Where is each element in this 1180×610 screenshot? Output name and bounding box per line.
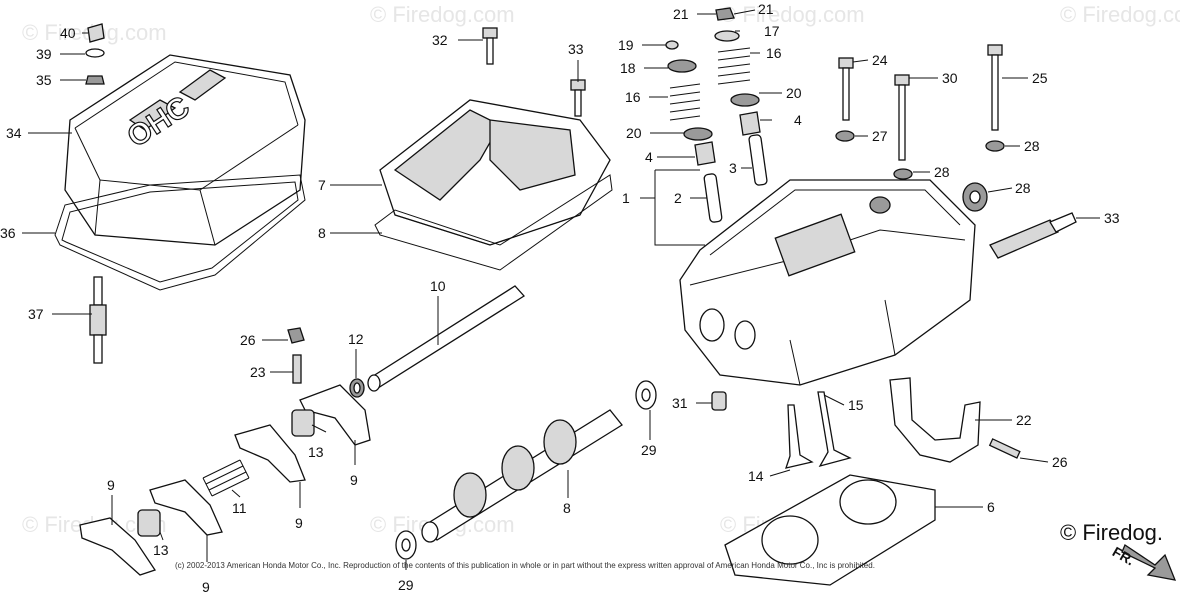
callout-22: 22 (1016, 412, 1032, 428)
valves (785, 391, 852, 469)
callout-16: 16 (766, 45, 782, 61)
callout-5: 6 (987, 499, 995, 515)
callout-7: 8 (318, 225, 326, 241)
callout-23: 23 (250, 364, 266, 380)
callout-30: 28 (1015, 180, 1031, 196)
callout-11: 11 (232, 500, 247, 516)
callout-18: 18 (620, 60, 636, 76)
valve-train (665, 7, 768, 223)
bolt-26 (988, 438, 1021, 459)
callout-28: 28 (1024, 138, 1040, 154)
callout-13: 13 (153, 542, 169, 558)
callout-20: 20 (626, 125, 642, 141)
callout-32: 31 (672, 395, 688, 411)
callout-29: 29 (641, 442, 657, 458)
spring-11 (202, 459, 250, 497)
seal-30 (962, 182, 988, 212)
callout-labels: 40 39 35 34 36 37 7 8 32 33 10 12 26 23 … (0, 1, 1120, 595)
callout-9: 9 (202, 579, 210, 595)
callout-20: 20 (786, 85, 802, 101)
callout-6: 7 (318, 177, 326, 193)
copyright-notice: (c) 2002-2013 American Honda Motor Co., … (175, 561, 875, 570)
callout-3: 3 (729, 160, 737, 176)
leader-lines (22, 9, 1100, 570)
callout-8: 8 (563, 500, 571, 516)
callout-13: 13 (308, 444, 324, 460)
callout-38: 37 (28, 306, 44, 322)
callout-9: 9 (107, 477, 115, 493)
callout-12: 12 (348, 331, 364, 347)
spark-plug-34 (989, 212, 1077, 259)
callout-28: 28 (934, 164, 950, 180)
front-marker-text: FR. (1110, 543, 1138, 568)
callout-1: 1 (622, 190, 630, 206)
camshaft-8 (421, 409, 623, 543)
callout-31: 30 (942, 70, 958, 86)
callout-17: 17 (764, 23, 780, 39)
callout-4: 4 (645, 149, 653, 165)
callout-14: 14 (748, 468, 764, 484)
callout-15: 15 (848, 397, 864, 413)
callout-37: 36 (0, 225, 16, 241)
washers-29 (395, 380, 657, 560)
callout-9: 9 (350, 472, 358, 488)
callout-24: 24 (872, 52, 888, 68)
cylinder-head-1 (679, 179, 976, 386)
callout-2: 2 (674, 190, 682, 206)
watermark-text: © Firedog.com (1060, 2, 1180, 27)
callout-39: 39 (36, 46, 52, 62)
head-bolts (835, 44, 1005, 180)
callout-29: 29 (398, 577, 414, 593)
rocker-shafts-13 (137, 409, 315, 537)
callout-25: 25 (1032, 70, 1048, 86)
bracket-22 (889, 377, 981, 463)
head-gasket-5 (724, 474, 936, 586)
cap-nut-group (85, 23, 105, 85)
nut-27 (287, 327, 305, 344)
callout-33: 33 (568, 41, 584, 57)
watermark-text: © Firedog.com (720, 2, 865, 27)
callout-4: 4 (794, 112, 802, 128)
callout-27: 26 (240, 332, 256, 348)
callout-21: 21 (673, 6, 689, 22)
brand-watermark: © Firedog. (1060, 520, 1163, 545)
callout-19: 19 (618, 37, 634, 53)
callout-34: 33 (1104, 210, 1120, 226)
watermark-text: © Firedog.com (370, 2, 515, 27)
callout-40: 40 (60, 25, 76, 41)
dowel-32 (711, 391, 727, 411)
stud-bolt-38 (89, 276, 107, 364)
callout-9: 9 (295, 515, 303, 531)
oil-pipe-10 (367, 285, 525, 392)
callout-26: 26 (1052, 454, 1068, 470)
gasket-7 (374, 174, 613, 271)
valve-cover-35: OHC (64, 54, 306, 246)
callout-36: 35 (36, 72, 52, 88)
callout-35: 34 (6, 125, 22, 141)
callout-28: 27 (872, 128, 888, 144)
o-ring-12 (349, 378, 365, 398)
front-marker: FR. (1110, 543, 1177, 581)
valve-cover-6 (379, 99, 611, 246)
callout-33: 32 (432, 32, 448, 48)
adjust-screw-23 (292, 354, 302, 384)
callout-21: 21 (758, 1, 774, 17)
callout-16: 16 (625, 89, 641, 105)
rocker-arms-9 (79, 384, 371, 576)
cover-gasket-37 (54, 174, 306, 291)
callout-10: 10 (430, 278, 446, 294)
